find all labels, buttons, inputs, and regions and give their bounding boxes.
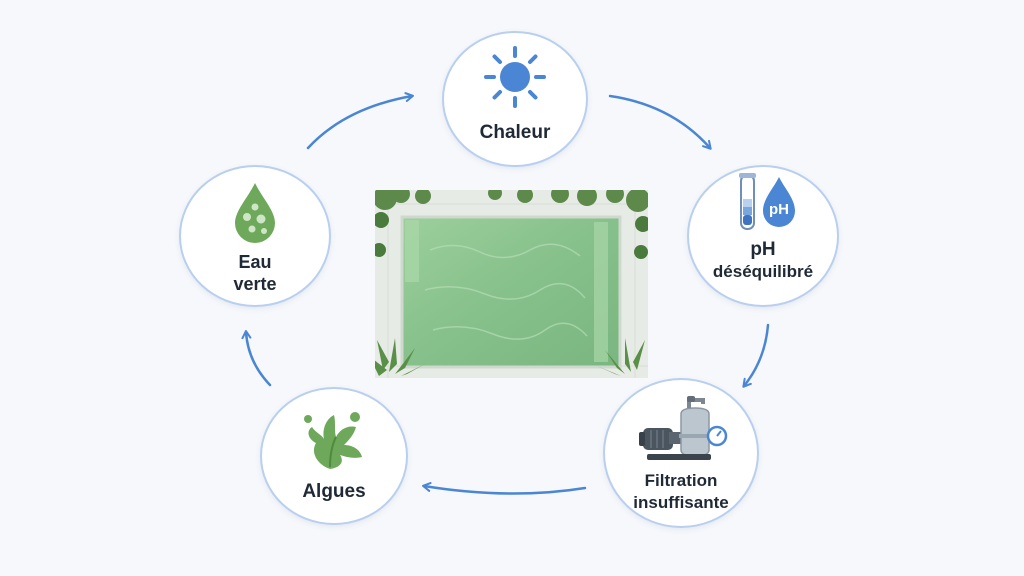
arrow-ph-to-filtration: [742, 323, 770, 388]
arrow-algues-to-eau: [241, 330, 272, 387]
pool-image: [375, 190, 648, 378]
ph-test-tube-icon: [739, 173, 795, 230]
node-filtration-label: Filtration insuffisante: [633, 471, 729, 512]
pool-filter-pump-icon: [639, 396, 728, 460]
node-filtration: Filtration insuffisante: [603, 378, 759, 528]
node-ph: pH pH déséquilibré: [687, 165, 839, 307]
node-ph-label: pH déséquilibré: [712, 239, 814, 281]
node-eau-label: Eau verte: [233, 252, 277, 294]
node-eau: Eau verte: [179, 165, 331, 307]
node-chaleur: Chaleur: [442, 31, 588, 167]
node-algues-label: Algues: [302, 481, 366, 502]
arrow-filtration-to-algues: [422, 482, 587, 495]
arrow-eau-to-chaleur: [306, 92, 414, 150]
sun-icon: [484, 46, 546, 108]
algae-icon: [304, 412, 362, 469]
ph-badge: pH: [769, 201, 789, 218]
arrow-chaleur-to-ph: [608, 94, 712, 150]
node-algues: Algues: [260, 387, 408, 525]
node-chaleur-label: Chaleur: [479, 122, 551, 143]
green-water-drop-icon: [235, 183, 275, 243]
